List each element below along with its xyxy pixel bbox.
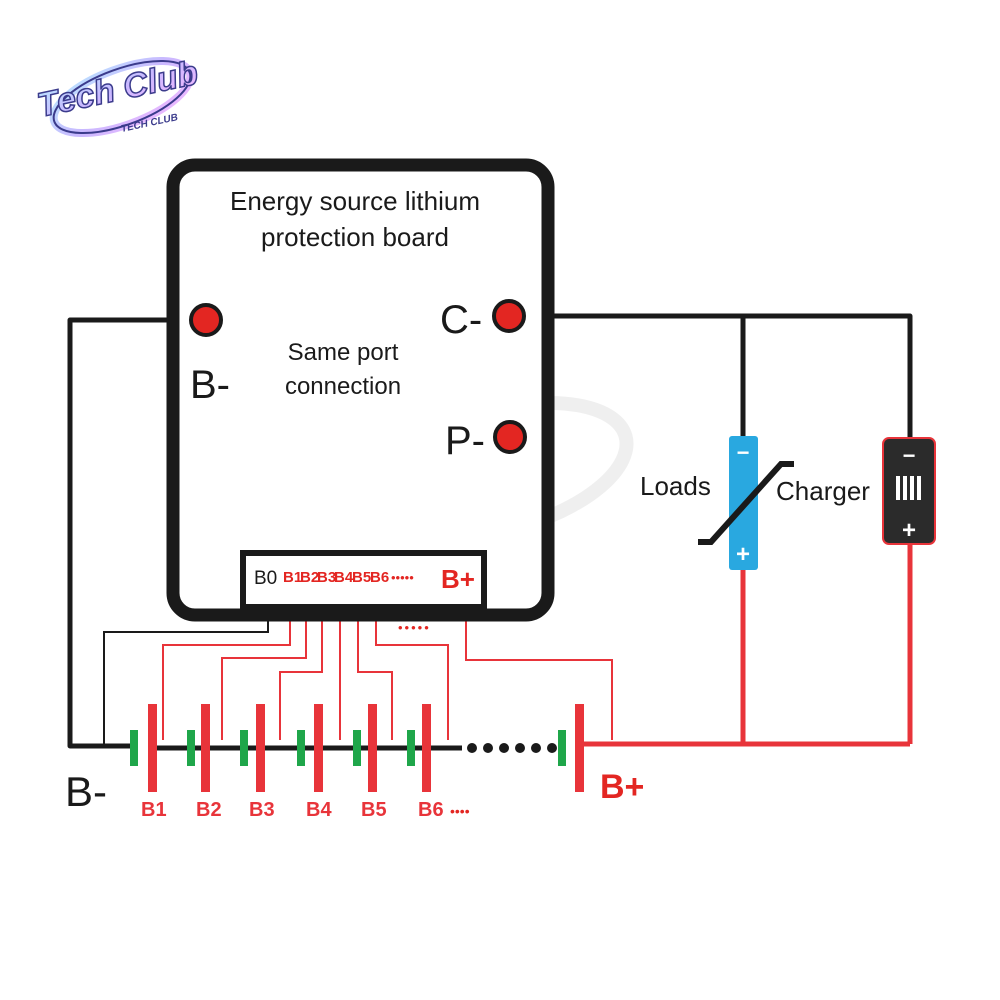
load-element: − + Loads: [640, 436, 794, 570]
black-wires: [67, 313, 913, 751]
cell-label-b5: B5: [361, 799, 387, 821]
b5-sense-wire: [357, 586, 393, 740]
cell-label-b4: B4: [306, 799, 332, 821]
port-c-minus-label: C-: [440, 298, 482, 342]
header-b0-label: B0: [254, 568, 277, 589]
red-power-wires: [582, 542, 913, 747]
battery-b-plus-label: B+: [600, 768, 644, 806]
board-note-line2: connection: [285, 373, 401, 400]
b-minus-wire: [67, 317, 200, 749]
cell-negative-plate: [187, 730, 195, 766]
battery-cell-b6: B6: [407, 704, 444, 821]
header-pin-b1: B1: [283, 569, 302, 586]
header-pin-b2: B2: [300, 569, 319, 586]
cell-negative-plate: [240, 730, 248, 766]
cell-negative-plate: [297, 730, 305, 766]
load-label: Loads: [640, 471, 711, 501]
tech-club-logo: Tech Club TECH CLUB: [33, 53, 202, 138]
c-minus-wire: [508, 313, 913, 440]
header-b-plus-label: B+: [441, 564, 475, 594]
header-pin-b5: B5: [352, 569, 371, 586]
cell-positive-plate: [201, 704, 210, 792]
port-c-minus: [492, 299, 526, 333]
port-b-minus-label: B-: [190, 363, 230, 407]
cell-positive-plate: [256, 704, 265, 792]
cell-negative-plate: [130, 730, 138, 766]
cell-positive-plate: [422, 704, 431, 792]
battery-cell-b4: B4: [297, 704, 332, 821]
load-minus-sign: −: [737, 440, 750, 465]
b-plus-sense-wire: [465, 586, 613, 740]
cell-positive-plate: [148, 704, 157, 792]
battery-cell-last: [558, 704, 584, 792]
battery-cell-b2: B2: [187, 704, 222, 821]
battery-b-minus-label: B-: [65, 768, 107, 815]
board-title-line2: protection board: [261, 222, 449, 252]
board-note-line1: Same port: [288, 339, 399, 366]
load-variable-slash: [698, 461, 794, 545]
protection-board: Energy source lithium protection board S…: [166, 158, 555, 622]
cells-ellipsis: ••••: [450, 803, 470, 819]
battery-cell-b5: B5: [353, 704, 387, 821]
board-outline: [166, 158, 555, 622]
battery-cell-b1: B1: [130, 704, 167, 821]
cell-negative-plate: [407, 730, 415, 766]
header-wire-ellipsis: •••••: [398, 620, 431, 635]
charger-label: Charger: [776, 476, 870, 506]
b3-sense-wire: [279, 586, 323, 740]
port-p-minus-label: P-: [445, 419, 485, 463]
charger-element: − + Charger: [776, 437, 936, 545]
header-pin-b3: B3: [317, 569, 336, 586]
cell-label-b2: B2: [196, 799, 222, 821]
port-b-minus: [189, 303, 223, 337]
charger-plus-sign: +: [902, 517, 916, 544]
cell-label-b3: B3: [249, 799, 275, 821]
b2-sense-wire: [221, 586, 307, 740]
charger-body: [882, 437, 936, 545]
cell-positive-plate: [314, 704, 323, 792]
cell-label-b1: B1: [141, 799, 167, 821]
battery-cells: B1 B2 B3 B4 B5 B6: [130, 704, 444, 821]
charger-bars-icon: [896, 476, 921, 500]
header-pin-b4: B4: [334, 569, 354, 586]
cell-chain-ellipsis: [467, 743, 557, 753]
board-title-line1: Energy source lithium: [230, 186, 480, 216]
load-plus-sign: +: [736, 541, 750, 568]
charger-minus-sign: −: [903, 443, 916, 468]
cell-positive-plate: [368, 704, 377, 792]
logo-ring-outline: [52, 59, 192, 135]
header-ellipsis: •••••: [391, 570, 414, 585]
port-p-minus: [493, 420, 527, 454]
header-pin-b6: B6: [370, 569, 389, 586]
balance-header: [240, 550, 487, 610]
battery-cell-b3: B3: [240, 704, 275, 821]
cell-negative-plate: [353, 730, 361, 766]
cell-label-b6: B6: [418, 799, 444, 821]
